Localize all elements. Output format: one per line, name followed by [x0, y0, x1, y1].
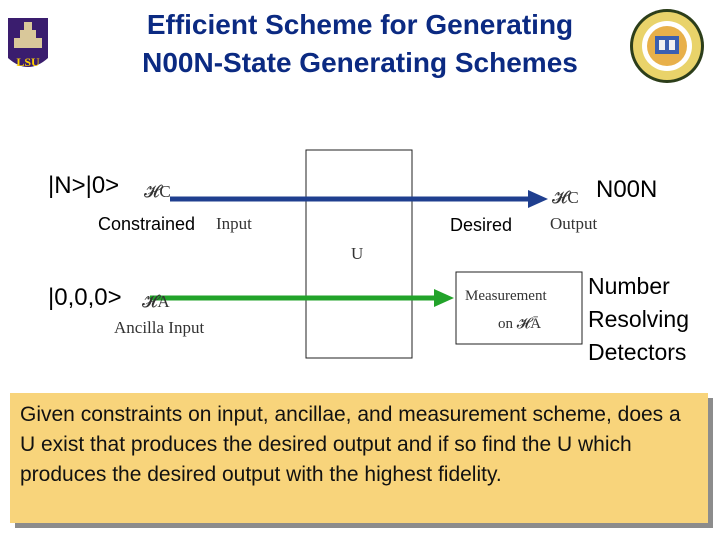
detector-line-1: Number [588, 273, 670, 299]
ancilla-space-label: 𝓗A [142, 292, 170, 311]
detector-label: Number Resolving Detectors [588, 270, 689, 369]
output-label: Output [550, 214, 598, 233]
output-space-label: 𝓗C [552, 188, 579, 207]
measurement-line-2: on 𝓗Ā [498, 316, 542, 332]
title-line-2: N00N-State Generating Schemes [142, 47, 578, 78]
input-label: Input [216, 214, 252, 233]
unitary-box [305, 149, 413, 359]
seal-logo [630, 9, 704, 83]
title-line-1: Efficient Scheme for Generating [146, 9, 574, 40]
output-state: N00N [596, 176, 658, 203]
explanation-note: Given constraints on input, ancillae, an… [10, 393, 708, 523]
measurement-box [455, 271, 583, 345]
page-title: Efficient Scheme for Generating N00N-Sta… [80, 6, 640, 82]
input-output-arrowhead [528, 190, 548, 208]
input-state: |N>|0> [48, 172, 120, 199]
ancilla-state: |0,0,0> [48, 284, 122, 311]
lsu-logo-text: LSU [16, 55, 40, 69]
unitary-label: U [351, 244, 364, 263]
ancilla-input-label: Ancilla Input [114, 318, 205, 337]
input-space-label: 𝓗C [144, 182, 171, 201]
detector-line-3: Detectors [588, 339, 687, 365]
lsu-logo: LSU [8, 18, 48, 69]
measurement-line-1: Measurement [465, 288, 547, 304]
output-qualifier-label: Desired [450, 215, 513, 235]
ancilla-arrowhead [434, 289, 454, 307]
detector-line-2: Resolving [588, 306, 689, 332]
input-constraint-label: Constrained [98, 214, 196, 234]
